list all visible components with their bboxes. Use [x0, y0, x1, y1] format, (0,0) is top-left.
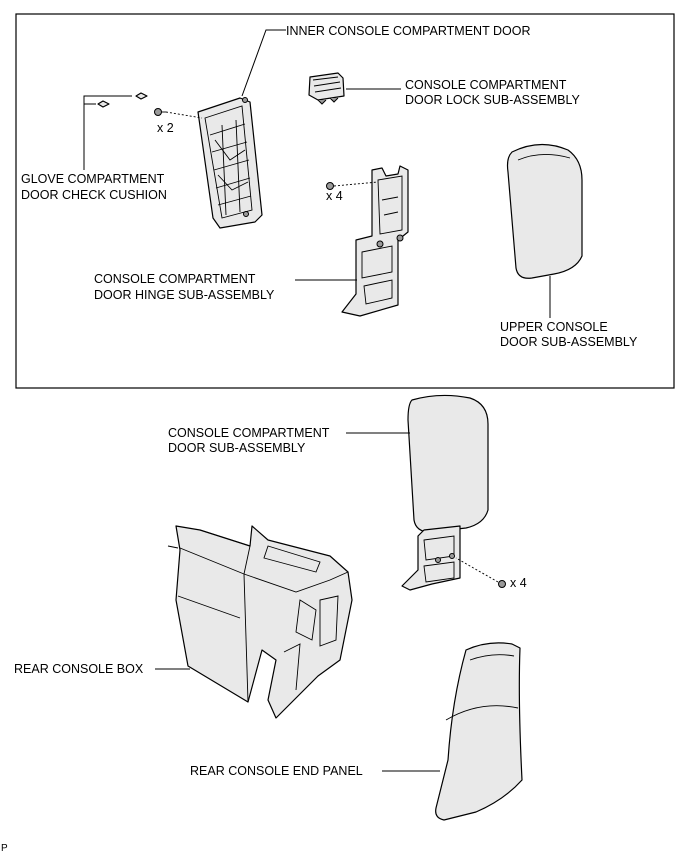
- leader-lines: [83, 29, 551, 772]
- footer-code: P: [1, 843, 8, 854]
- assembly-screws: [455, 557, 506, 588]
- console-compartment-door-lock: [308, 72, 345, 105]
- label-compartment-door-line1: CONSOLE COMPARTMENT: [168, 426, 330, 440]
- label-rear-console-box: REAR CONSOLE BOX: [14, 662, 144, 676]
- label-assembly-screw-qty: x 4: [510, 576, 527, 590]
- label-hinge-line1: CONSOLE COMPARTMENT: [94, 272, 256, 286]
- label-door-lock-line2: DOOR LOCK SUB-ASSEMBLY: [405, 93, 580, 107]
- label-door-lock-line1: CONSOLE COMPARTMENT: [405, 78, 567, 92]
- label-upper-door-line1: UPPER CONSOLE: [500, 320, 608, 334]
- label-hinge-screw-qty: x 4: [326, 189, 343, 203]
- label-inner-door-screw-qty: x 2: [157, 121, 174, 135]
- rear-console-box: [167, 525, 353, 719]
- inner-door-screws: [154, 108, 203, 119]
- label-compartment-door-line2: DOOR SUB-ASSEMBLY: [168, 441, 306, 455]
- glove-compartment-door-check-cushion: [97, 92, 148, 108]
- label-glove-cushion-line1: GLOVE COMPARTMENT: [21, 172, 165, 186]
- rear-console-end-panel: [435, 642, 523, 821]
- label-upper-door-line2: DOOR SUB-ASSEMBLY: [500, 335, 638, 349]
- label-inner-console-compartment-door: INNER CONSOLE COMPARTMENT DOOR: [286, 24, 530, 38]
- hinge-screws: [326, 181, 379, 190]
- label-rear-console-end-panel: REAR CONSOLE END PANEL: [190, 764, 363, 778]
- label-glove-cushion-line2: DOOR CHECK CUSHION: [21, 188, 167, 202]
- inner-console-compartment-door: [197, 97, 263, 229]
- label-hinge-line2: DOOR HINGE SUB-ASSEMBLY: [94, 288, 275, 302]
- upper-console-door: [506, 143, 583, 279]
- console-compartment-door-assembly: [401, 394, 489, 591]
- console-compartment-door-hinge: [341, 165, 409, 317]
- upper-group-frame: [15, 13, 675, 389]
